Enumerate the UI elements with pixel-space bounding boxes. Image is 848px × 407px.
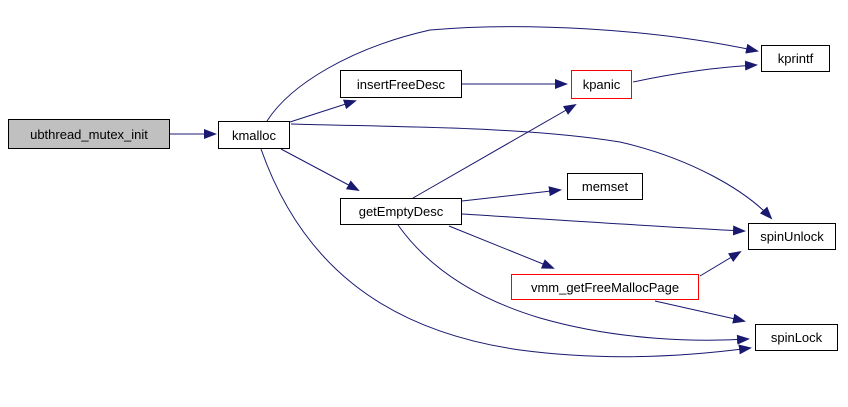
edge-getEmptyDesc-to-spinLock: [397, 224, 750, 345]
edge-kmalloc-to-spinUnlock: [290, 123, 773, 220]
node-vmm_getFreeMallocPage[interactable]: vmm_getFreeMallocPage: [511, 274, 699, 300]
node-memset[interactable]: memset: [567, 173, 643, 200]
node-kprintf[interactable]: kprintf: [761, 45, 830, 72]
node-ubthread_mutex_init[interactable]: ubthread_mutex_init: [8, 119, 170, 149]
edge-kmalloc-to-insertFreeDesc: [289, 99, 357, 123]
node-getEmptyDesc[interactable]: getEmptyDesc: [340, 198, 462, 225]
edge-kmalloc-to-getEmptyDesc: [280, 148, 360, 191]
edge-getEmptyDesc-to-kpanic: [412, 104, 577, 199]
node-kmalloc[interactable]: kmalloc: [218, 121, 290, 149]
edge-vmm_getFreeMallocPage-to-spinUnlock: [699, 250, 742, 277]
node-kpanic[interactable]: kpanic: [571, 70, 632, 99]
edge-vmm_getFreeMallocPage-to-spinLock: [654, 300, 746, 324]
node-spinLock[interactable]: spinLock: [755, 324, 838, 351]
edge-kmalloc-to-kprintf: [266, 26, 759, 122]
node-spinUnlock[interactable]: spinUnlock: [748, 223, 836, 250]
edge-kpanic-to-kprintf: [632, 60, 758, 83]
edge-getEmptyDesc-to-memset: [461, 186, 562, 202]
node-insertFreeDesc[interactable]: insertFreeDesc: [340, 70, 462, 98]
edge-kmalloc-to-spinLock: [260, 148, 752, 358]
edge-getEmptyDesc-to-spinUnlock: [461, 213, 746, 236]
edge-getEmptyDesc-to-vmm_getFreeMallocPage: [448, 225, 555, 269]
